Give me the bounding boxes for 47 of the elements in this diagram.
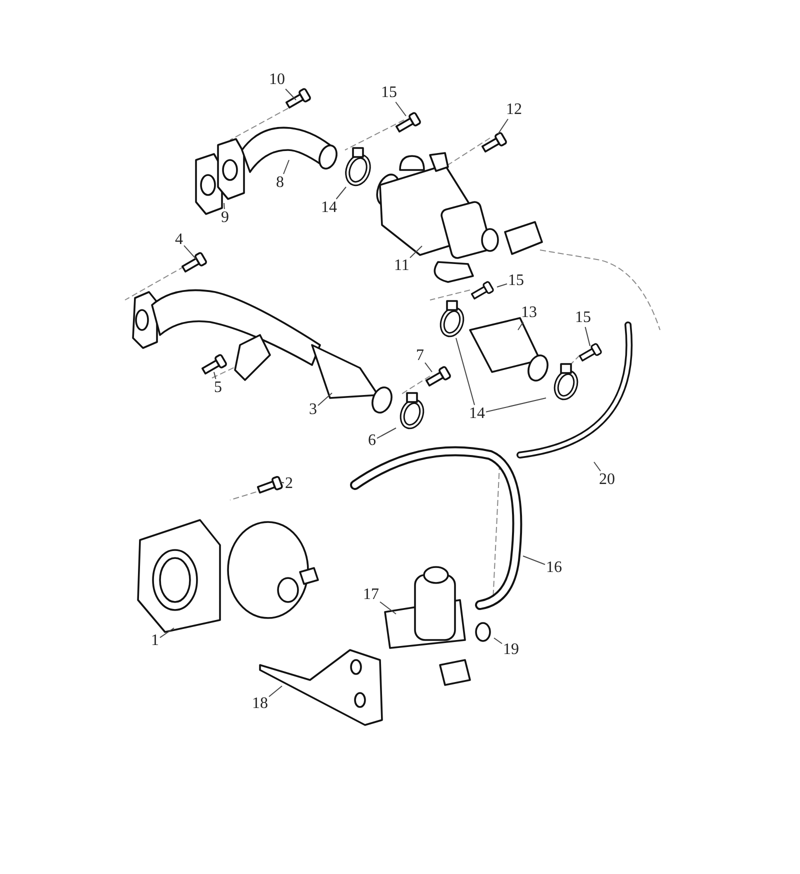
callout-number: 12: [505, 101, 523, 119]
callout-number: 3: [308, 401, 318, 419]
callout-number: 15: [380, 84, 398, 102]
leader-line: [160, 628, 174, 638]
callout-number: 9: [220, 209, 230, 227]
leader-line: [498, 118, 508, 134]
leader-line: [518, 322, 524, 330]
callout-number: 11: [393, 257, 410, 275]
leader-line: [268, 686, 282, 698]
leader-line: [522, 556, 546, 566]
callout-number: 5: [213, 379, 223, 397]
leader-line: [336, 186, 346, 200]
callout-number: 15: [507, 272, 525, 290]
leader-line: [410, 246, 422, 258]
callout-number: 6: [367, 432, 377, 450]
callout-number: 7: [415, 347, 425, 365]
callout-number: 2: [284, 475, 294, 493]
leader-line: [285, 88, 296, 100]
callout-number: 14: [468, 405, 486, 423]
callout-number: 20: [598, 471, 616, 489]
leader-line: [280, 482, 284, 484]
leader-line: [496, 283, 508, 288]
callout-number: 1: [150, 632, 160, 650]
leader-line: [395, 102, 406, 116]
callout-number: 13: [520, 304, 538, 322]
leader-line: [456, 338, 476, 406]
leader-line: [376, 428, 396, 439]
leader-line: [318, 392, 332, 406]
callout-number: 15: [574, 309, 592, 327]
leader-line: [424, 362, 432, 372]
callout-number: 16: [545, 559, 563, 577]
callout-number: 19: [502, 641, 520, 659]
leader-line: [380, 601, 396, 614]
callout-number: 14: [320, 199, 338, 217]
callout-number: 18: [251, 695, 269, 713]
leader-line: [184, 245, 196, 260]
leader-line: [283, 160, 290, 174]
callout-number: 4: [174, 231, 184, 249]
leader-line: [486, 398, 546, 412]
leader-line: [594, 462, 601, 472]
leader-line: [584, 326, 590, 346]
leader-line: [494, 638, 502, 644]
callout-number: 17: [362, 586, 380, 604]
callout-number: 10: [268, 71, 286, 89]
callout-number: 8: [275, 174, 285, 192]
leader-line: [214, 372, 216, 380]
leader-line: [224, 202, 225, 210]
